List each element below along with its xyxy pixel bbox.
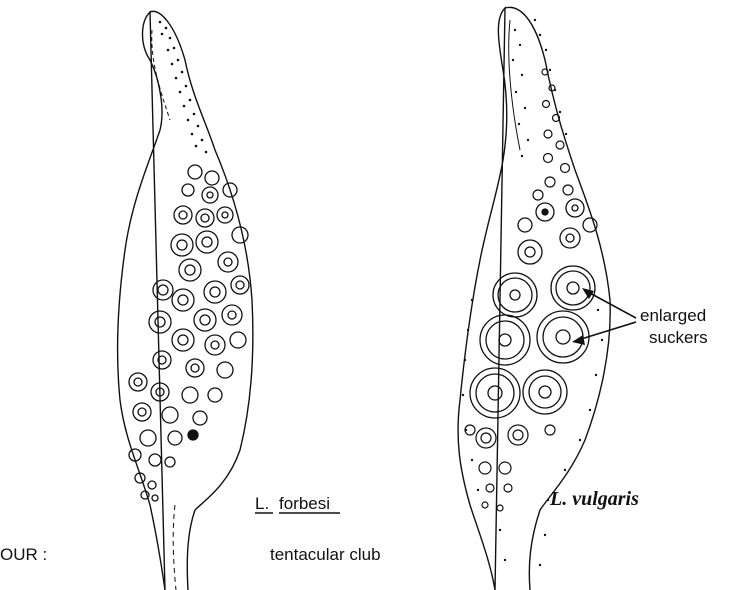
- club-vulgaris-inner-edge: [509, 20, 520, 150]
- club-forbesi-margin: [152, 30, 170, 120]
- arrow-head-lower: [572, 335, 585, 345]
- caption-left: OUR :: [0, 545, 47, 564]
- club-vulgaris-lower-suckers: [465, 425, 555, 511]
- annotation-enlarged: enlarged: [640, 306, 706, 325]
- annotation-suckers: suckers: [649, 328, 708, 347]
- annotation-arrows: [572, 288, 636, 345]
- club-forbesi-suckers: [129, 165, 249, 501]
- club-forbesi-tip-dots: [159, 21, 208, 154]
- arrow-line-upper: [588, 292, 636, 318]
- label-left-species-prefix: L.: [255, 494, 269, 513]
- label-right-species: L. vulgaris: [549, 488, 639, 510]
- club-vulgaris-stipple: [462, 19, 603, 566]
- club-forbesi-stalk-line: [173, 505, 176, 590]
- club-forbesi: [118, 11, 253, 590]
- club-forbesi-outline: [118, 11, 253, 590]
- club-vulgaris-suckers: [518, 199, 597, 264]
- caption-center: tentacular club: [270, 545, 381, 564]
- arrow-line-lower: [578, 322, 636, 340]
- label-left-species-name: forbesi: [279, 494, 330, 513]
